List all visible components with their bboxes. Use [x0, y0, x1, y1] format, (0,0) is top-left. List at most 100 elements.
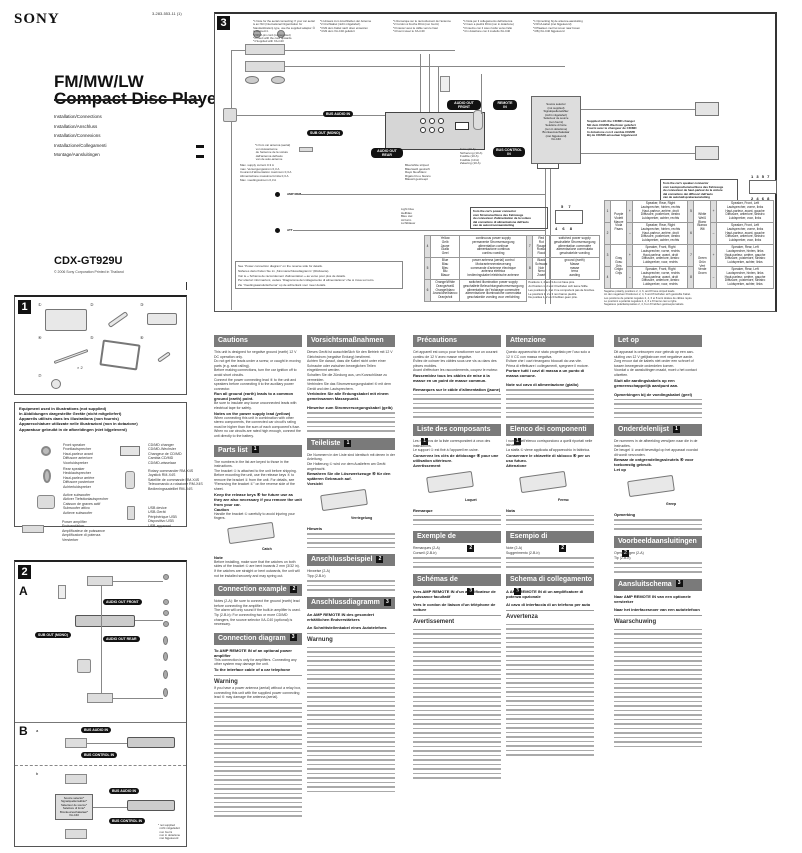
power-amp-front-icon: [87, 576, 113, 586]
column-fr: Précautions Cet appareil est conçu pour …: [413, 335, 501, 782]
subwoofer-icon: [77, 659, 91, 673]
section-body: Opmerkingen (2-A) Tip (2-B-b): [614, 551, 702, 560]
language-de: Installation/Anschluss: [54, 123, 98, 129]
bullet: Dit apparaat is ontworpen voor gebruik o…: [614, 350, 694, 359]
part-label-2: ②: [90, 302, 94, 307]
subhead: Let op: [614, 467, 626, 473]
bracket-drawing: [426, 470, 474, 493]
bus-control-in-label: BUS CONTROL IN: [109, 818, 146, 824]
column-en: Cautions This unit is designed for negat…: [214, 335, 302, 820]
antenna-adaptor-icon: [299, 147, 313, 152]
bullet: Handle the bracket ① carefully to avoid …: [214, 511, 295, 521]
body-text-lines: [307, 412, 395, 432]
bullet: Conseil (2-B-b): [413, 550, 437, 555]
footnotes-de: *1 Hinweis zum Anschließen der Antenne *…: [320, 19, 382, 34]
section-tag: 1: [344, 439, 352, 447]
fn: *1 Hinweis zum Anschließen der Antenne: [320, 19, 372, 23]
subwoofer-icon: [37, 495, 55, 509]
desc-cell: Speaker, Front, Right Lautsprecher, vorn…: [632, 265, 689, 289]
language-list: Installation/Connections Installation/An…: [54, 112, 107, 160]
pin: 4: [756, 196, 759, 201]
bullet: Le support ① est fixé à l'appareil en us…: [413, 448, 479, 453]
section-tag: 3: [383, 598, 391, 606]
section-tag: 3: [514, 587, 521, 595]
screw-illustration: [107, 311, 129, 328]
wire: [481, 74, 482, 114]
bullet: Connect the power connecting lead ⑥ to t…: [214, 377, 297, 391]
section-tag: 2: [290, 585, 298, 593]
rear-speaker-icon: [163, 688, 168, 697]
bus-control-in-label: BUS CONTROL IN: [493, 147, 525, 157]
bullet: Évitez de coincer les câbles sous une vi…: [413, 359, 497, 368]
table-row: 4 Yellow Gelb Jaune Giallo Geel continuo…: [424, 235, 600, 258]
bullet: Cet appareil est conçu pour fonctionner …: [413, 350, 498, 359]
release-key-illustration: [53, 348, 89, 365]
diagram-item-2: Al cavo di interfaccia di un telefono pe…: [506, 601, 591, 607]
bold-bullet: Conservare le chiavette di sblocco ④ per…: [506, 452, 590, 463]
panel-3-number: 3: [217, 16, 230, 30]
section-title: Exemple de raccordement: [417, 533, 464, 553]
catch-label: Fermo: [558, 497, 569, 502]
heading-fr: Appareils utilisés dans les illustration…: [19, 416, 119, 421]
subhead: Caution: [214, 506, 229, 512]
usb-device-icon: [58, 585, 66, 599]
panel-2-connection-example: 2 A AUDIO OUT FRONT SUB OUT (MONO) AUDIO…: [14, 560, 187, 847]
bullet: Hinweise (2-A): [307, 569, 330, 574]
body-text-lines: [614, 519, 702, 530]
body-text-lines: [614, 562, 702, 573]
fn: *1 Remarque sur le raccordement de l'ant…: [393, 19, 451, 23]
sub-b-a-label: a: [36, 728, 39, 733]
power-diagram-note: See “Power connection diagram” on the re…: [235, 261, 403, 289]
title-line-2: Compact Disc Player: [54, 90, 223, 107]
wire: [581, 109, 695, 110]
bold-bullet: Run all ground (earth) leads to a common…: [214, 391, 294, 402]
usb-device-icon: [127, 506, 135, 520]
rotary-commander-label: Rotary commander RM-X4S Joystick RM-X4S …: [148, 469, 203, 491]
note-text: Before installing, make sure that the ca…: [214, 559, 300, 578]
wire: [135, 620, 163, 621]
section-title: Onderdelenlijst: [618, 426, 669, 434]
power-table-note: Positions 1, 2 and 3 do not have pins. A…: [528, 280, 595, 300]
rear-speaker-icon: [245, 76, 259, 84]
pin-cell: 6: [687, 221, 695, 245]
source-selector-box: Source selector* Signalquellenwähler* Sé…: [55, 794, 93, 820]
margin-tick: [186, 282, 187, 290]
footnotes-it: *1 Nota per il collegamento dell'antenna…: [463, 19, 525, 34]
rear-speaker-icon: [43, 469, 51, 483]
wire: [285, 66, 565, 67]
bracket-drawing: [519, 470, 567, 493]
speaker-pins-top: 1 3 5 7: [751, 174, 769, 179]
front-speaker-icon: [41, 446, 51, 456]
fn: *3 Insérez avec le câble vers le haut: [393, 25, 438, 30]
power-connector-label: from the car's power connector vom Strom…: [470, 207, 548, 229]
bullet: Evitare che i cavi rimangano bloccati da…: [506, 359, 582, 364]
bullet: The alarm will only sound if the built-i…: [214, 608, 301, 613]
bold-bullet: Portare tutti i cavi di massa a un punto…: [506, 368, 585, 379]
section-tag: 2: [559, 544, 567, 552]
section-title: Voorbeeldaansluitingen: [618, 537, 697, 545]
bullet: Be sure to insulate any loose unconnecte…: [214, 401, 297, 410]
footnotes-en: *1 Note for the aerial connecting: If yo…: [253, 19, 315, 44]
bullet: I numeri nell'elenco corrispondono a que…: [506, 438, 593, 448]
body-text-lines: [307, 580, 395, 591]
rotary-commander-icon: [473, 110, 483, 130]
fn: *1 Nota per il collegamento dell'antenna: [463, 19, 513, 23]
section-title: Schémas de raccordement: [417, 575, 464, 595]
diagram-item-2: Vers le cordon de liaison d'un téléphone…: [413, 601, 496, 612]
bullet: When no car circuits are rated high enou…: [214, 429, 301, 438]
section-body: Notes (2-A): Be sure to connect the grou…: [214, 599, 302, 627]
heading-nl: Apparatuur gebruikt in de afbeeldingen (…: [19, 427, 127, 432]
wire: [93, 807, 127, 808]
antenna-adaptor-illustration: [147, 313, 177, 325]
subhead: Hinweise zum Stromversorgungskabel (gelb…: [307, 405, 393, 411]
subhead: Vorsicht: [307, 481, 323, 487]
speaker-connector-diagram: [749, 180, 777, 194]
body-text-lines: [506, 623, 594, 756]
heading-it: Apparecchiature utilizzate nelle illustr…: [19, 421, 138, 426]
fn: *4 Supplied with XA-C40: [253, 39, 284, 44]
section-tag: 3: [467, 587, 475, 595]
